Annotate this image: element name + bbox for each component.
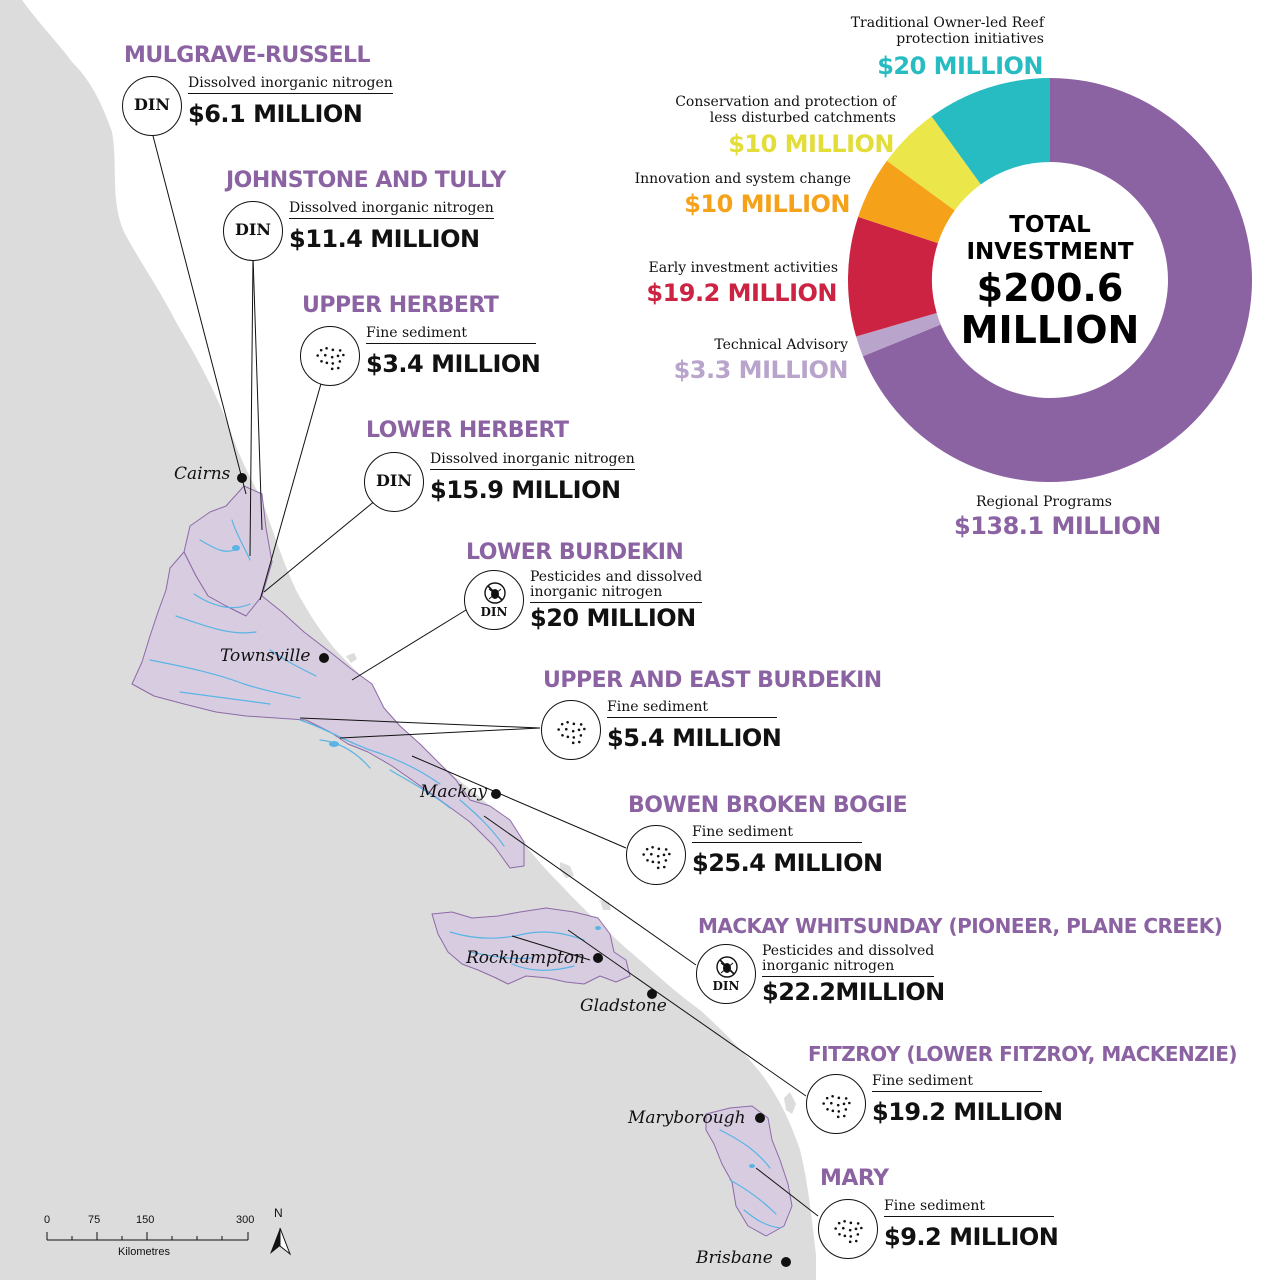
- fine-sediment-icon: [818, 1199, 878, 1259]
- city-dot-mackay: [491, 789, 501, 799]
- city-label-cairns: Cairns: [174, 464, 231, 484]
- city-dot-gladstone: [647, 989, 657, 999]
- city-label-rockhampton: Rockhampton: [466, 948, 585, 968]
- region-title-bowen-broken-bogie: BOWEN BROKEN BOGIE: [628, 793, 908, 818]
- investment-amount: $20 MILLION: [530, 604, 696, 632]
- segment-label-technical-advisory: Technical Advisory: [714, 337, 848, 353]
- island: [600, 900, 611, 910]
- scale-tick-0: 0: [44, 1214, 51, 1226]
- city-label-brisbane: Brisbane: [696, 1248, 773, 1268]
- investment-amount: $5.4 MILLION: [607, 724, 782, 752]
- donut-segment-2: [848, 216, 938, 337]
- segment-amount-conservation: $10 MILLION: [728, 130, 894, 158]
- segment-amount-regional-programs: $138.1 MILLION: [954, 512, 1161, 540]
- segment-amount-early-investment: $19.2 MILLION: [646, 279, 837, 307]
- fine-sediment-icon: [300, 326, 360, 386]
- city-dots: [237, 473, 791, 1267]
- city-label-townsville: Townsville: [220, 646, 311, 666]
- lakes: [232, 545, 755, 1168]
- investment-amount: $25.4 MILLION: [692, 849, 883, 877]
- donut-segment-3: [858, 160, 955, 244]
- pesticide-din-icon: DIN: [696, 944, 756, 1004]
- investment-donut-chart: [848, 78, 1252, 482]
- segment-amount-technical-advisory: $3.3 MILLION: [673, 356, 849, 384]
- pollutant-label: Dissolved inorganic nitrogen: [289, 201, 494, 219]
- segment-label-regional-programs: Regional Programs: [976, 494, 1112, 510]
- pollutant-label: Fine sediment: [692, 825, 862, 843]
- scale-tick-300: 300: [236, 1214, 255, 1226]
- scale-bar: [46, 1232, 249, 1241]
- investment-amount: $6.1 MILLION: [188, 100, 363, 128]
- region-title-johnstone-tully: JOHNSTONE AND TULLY: [226, 168, 506, 193]
- north-label: N: [274, 1206, 283, 1220]
- donut-segment-0: [862, 78, 1252, 482]
- city-dot-cairns: [237, 473, 247, 483]
- island: [560, 862, 574, 878]
- region-title-mary: MARY: [820, 1166, 889, 1191]
- investment-amount: $9.2 MILLION: [884, 1223, 1059, 1251]
- donut-segment-4: [886, 116, 981, 211]
- island: [296, 604, 306, 616]
- fine-sediment-icon: [626, 825, 686, 885]
- pesticide-din-icon: DIN: [464, 570, 524, 630]
- region-title-mackay-whitsunday: MACKAY WHITSUNDAY (PIONEER, PLANE CREEK): [698, 914, 1223, 938]
- region-title-upper-east-burdekin: UPPER AND EAST BURDEKIN: [543, 668, 882, 693]
- investment-amount: $11.4 MILLION: [289, 225, 480, 253]
- segment-amount-traditional-owner: $20 MILLION: [877, 52, 1043, 80]
- donut-center-line1: TOTAL: [1009, 212, 1091, 238]
- island: [784, 1092, 796, 1114]
- city-dot-rockhampton: [593, 953, 603, 963]
- pollutant-label: Fine sediment: [872, 1074, 1042, 1092]
- region-title-fitzroy: FITZROY (LOWER FITZROY, MACKENZIE): [808, 1042, 1238, 1066]
- pollutant-label: Fine sediment: [607, 700, 777, 718]
- investment-amount: $19.2 MILLION: [872, 1098, 1063, 1126]
- region-title-upper-herbert: UPPER HERBERT: [302, 293, 499, 318]
- region-title-lower-burdekin: LOWER BURDEKIN: [466, 540, 684, 565]
- north-arrow-icon: [270, 1227, 292, 1256]
- region-title-mulgrave-russell: MULGRAVE-RUSSELL: [124, 43, 371, 68]
- donut-center-line3: $200.6: [976, 266, 1124, 310]
- catchment-herbert-burdekin: [131, 551, 525, 869]
- catchment-fitzroy: [431, 907, 631, 985]
- investment-amount: $15.9 MILLION: [430, 476, 621, 504]
- scale-unit: Kilometres: [118, 1246, 170, 1258]
- city-label-gladstone: Gladstone: [580, 996, 667, 1016]
- scale-tick-75: 75: [88, 1214, 101, 1226]
- investment-amount: $22.2MILLION: [762, 978, 945, 1006]
- segment-amount-innovation: $10 MILLION: [684, 190, 850, 218]
- pollutant-label: Dissolved inorganic nitrogen: [188, 76, 393, 94]
- donut-segment-5: [931, 78, 1050, 185]
- din-icon: DIN: [364, 452, 424, 512]
- donut-segment-1: [856, 313, 941, 357]
- pollutant-label: Fine sediment: [366, 326, 536, 344]
- leader-lines: [151, 131, 819, 1217]
- region-title-lower-herbert: LOWER HERBERT: [366, 418, 569, 443]
- island: [346, 653, 357, 663]
- pollutant-label: Fine sediment: [884, 1199, 1054, 1217]
- donut-center-line4: MILLION: [960, 308, 1140, 352]
- city-dot-brisbane: [781, 1257, 791, 1267]
- city-dot-maryborough: [755, 1113, 765, 1123]
- fine-sediment-icon: [806, 1074, 866, 1134]
- din-icon: DIN: [223, 201, 283, 261]
- pollutant-label: Dissolved inorganic nitrogen: [430, 452, 635, 470]
- city-dot-townsville: [319, 653, 329, 663]
- din-icon: DIN: [122, 76, 182, 136]
- fine-sediment-icon: [541, 700, 601, 760]
- segment-label-innovation: Innovation and system change: [634, 171, 851, 187]
- donut-center-line2: INVESTMENT: [966, 239, 1134, 265]
- scale-tick-150: 150: [136, 1214, 155, 1226]
- city-label-mackay: Mackay: [420, 782, 488, 802]
- segment-label-early-investment: Early investment activities: [648, 260, 839, 276]
- rivers: [149, 519, 781, 1229]
- investment-amount: $3.4 MILLION: [366, 350, 541, 378]
- city-label-maryborough: Maryborough: [628, 1108, 746, 1128]
